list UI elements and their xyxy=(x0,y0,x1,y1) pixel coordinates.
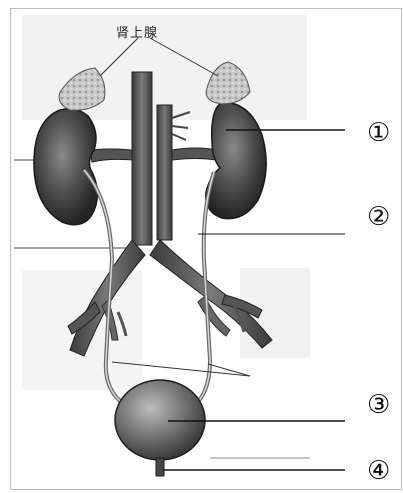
adrenal-gland-label: 肾上腺 xyxy=(116,22,158,41)
marker-4: ④ xyxy=(367,458,390,484)
renal-vessel-right xyxy=(172,148,218,160)
aorta xyxy=(132,72,152,245)
marker-1: ① xyxy=(367,120,390,146)
bladder xyxy=(115,380,205,460)
renal-vessel-left xyxy=(90,149,132,162)
marker-2: ② xyxy=(367,204,390,230)
urethra xyxy=(156,458,164,476)
marker-3: ③ xyxy=(367,392,390,418)
left-kidney xyxy=(34,109,97,225)
vena-cava xyxy=(157,105,172,240)
